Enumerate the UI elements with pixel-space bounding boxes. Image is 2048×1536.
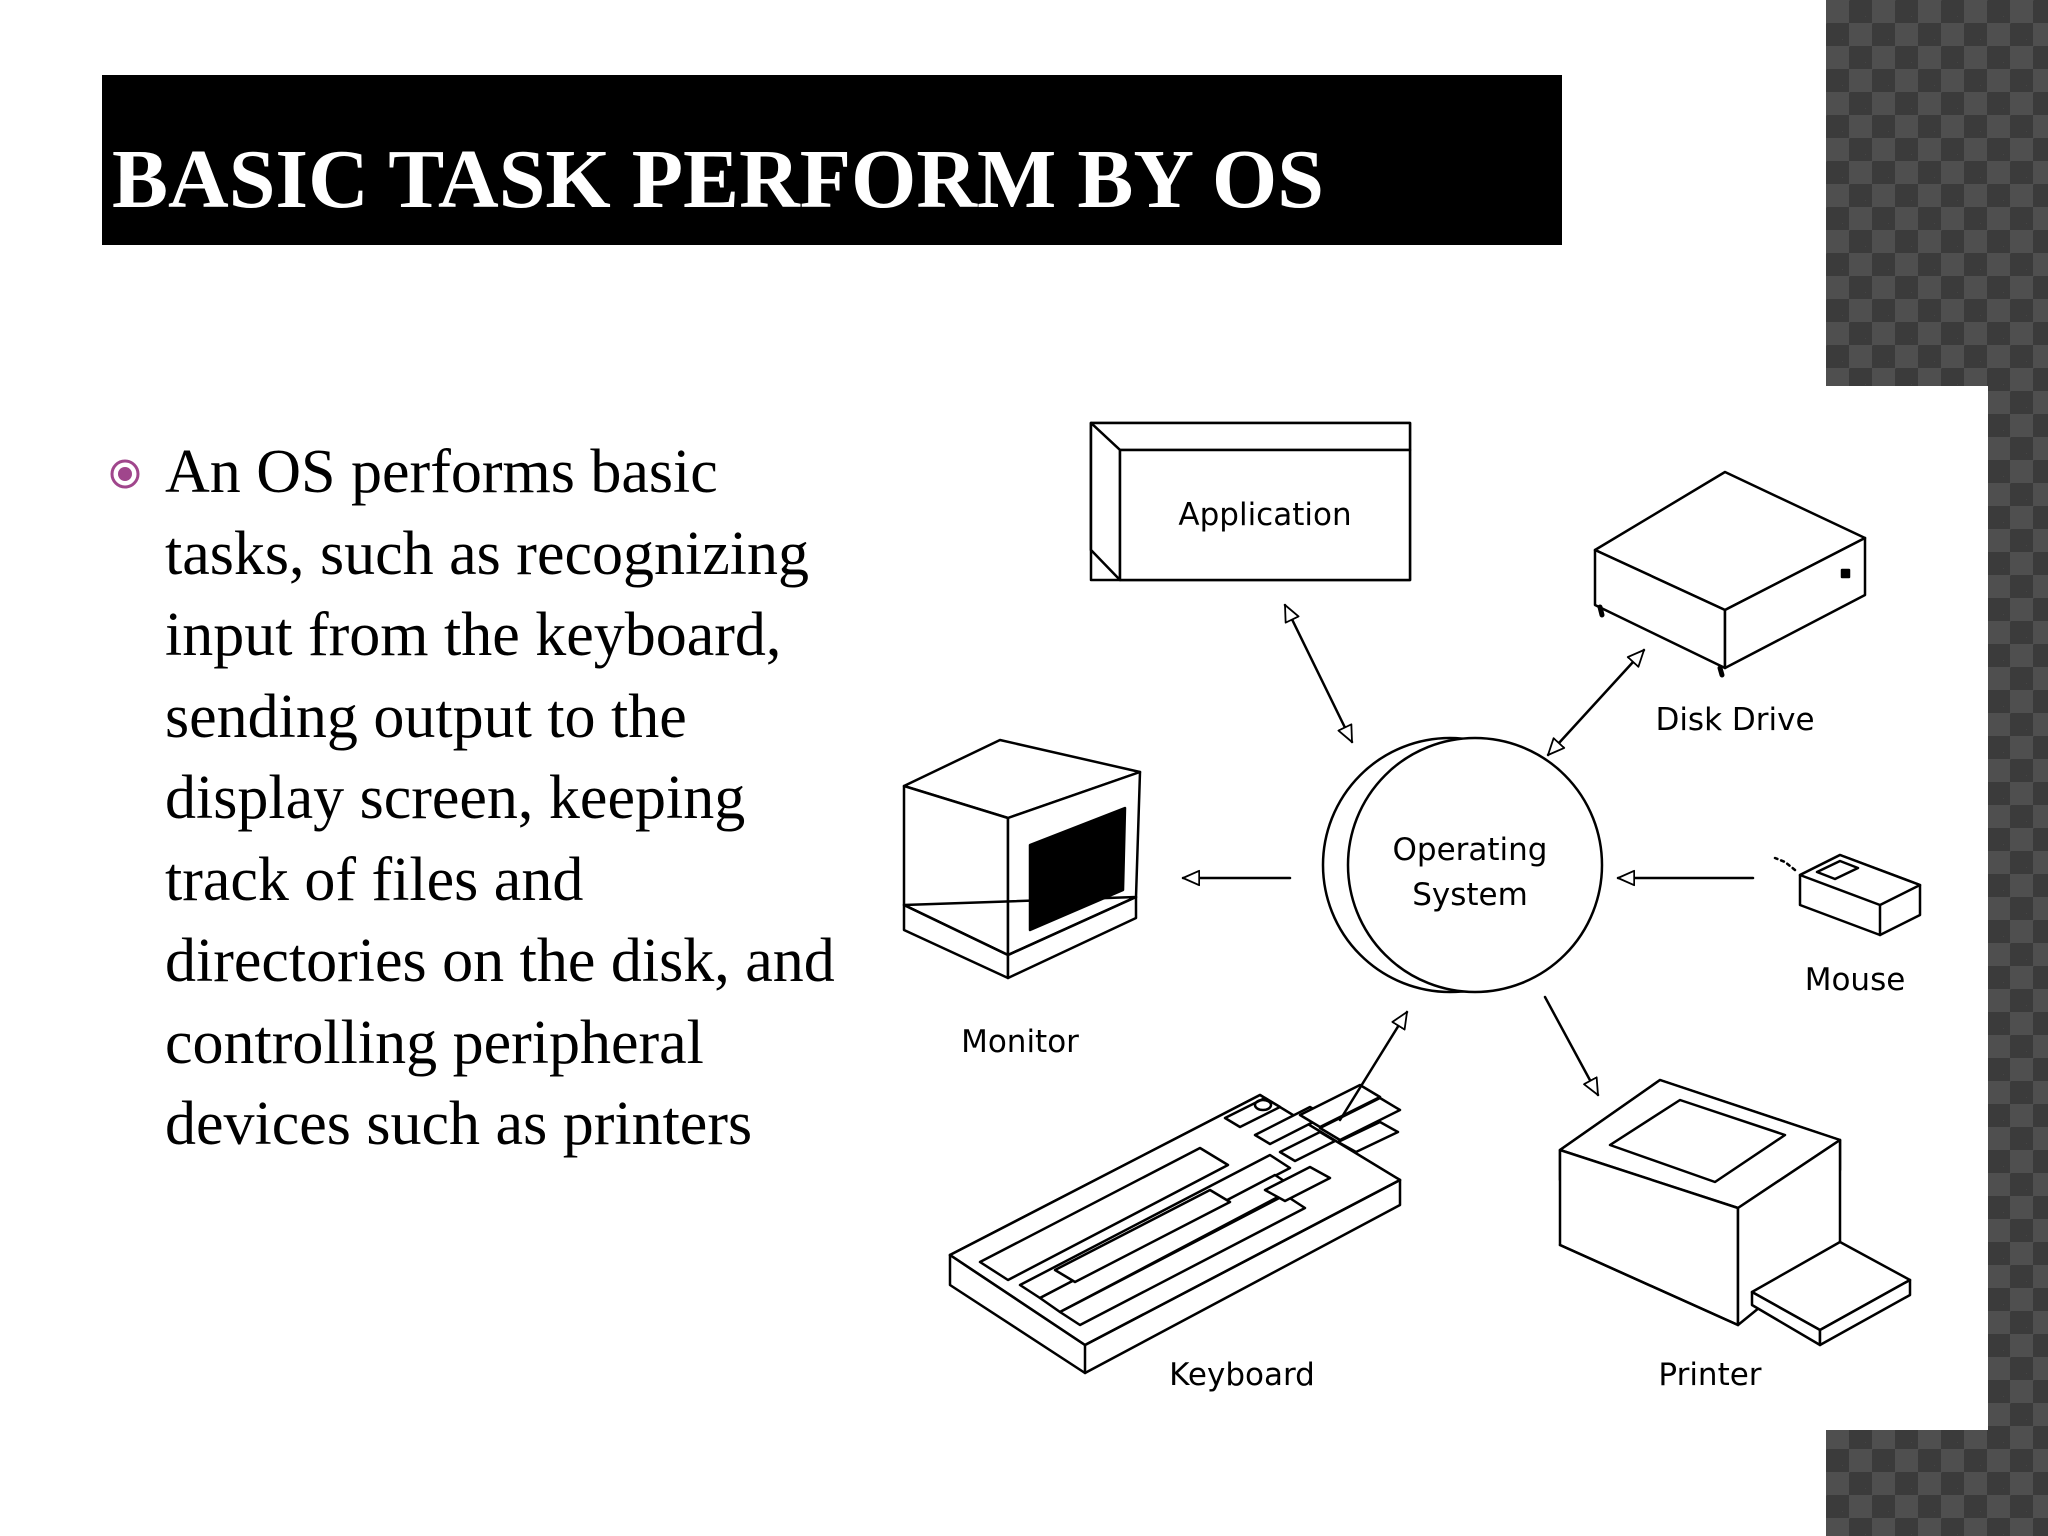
keyboard-node: Keyboard — [948, 1083, 1402, 1393]
monitor-node: Monitor — [902, 738, 1142, 1060]
application-node: Application — [1089, 421, 1412, 582]
printer-label: Printer — [1658, 1357, 1761, 1393]
title-bar — [102, 75, 1562, 245]
keyboard-label: Keyboard — [1169, 1357, 1315, 1393]
arrow-os-printer — [1543, 995, 1600, 1097]
bullet-text: An OS performs basic tasks, such as reco… — [165, 438, 835, 1158]
os-diagram: Operating System Application Disk Drive … — [902, 421, 1922, 1393]
connection-arrows — [1181, 603, 1755, 1122]
slide-title: BASIC TASK PERFORM BY OS — [112, 133, 1324, 226]
arrow-keyboard-os — [1338, 1010, 1409, 1122]
os-label-line2: System — [1412, 877, 1528, 913]
bullet-icon — [110, 459, 140, 489]
os-label-line1: Operating — [1393, 832, 1548, 868]
application-label: Application — [1178, 497, 1351, 533]
disk-drive-node: Disk Drive — [1593, 470, 1867, 738]
mouse-label: Mouse — [1805, 962, 1906, 998]
arrow-application-os — [1283, 603, 1354, 744]
printer-node: Printer — [1558, 1078, 1912, 1393]
monitor-label: Monitor — [961, 1024, 1079, 1060]
disk-drive-label: Disk Drive — [1655, 702, 1814, 738]
mouse-node: Mouse — [1773, 853, 1922, 998]
arrow-disk-os — [1546, 648, 1646, 757]
operating-system-node: Operating System — [1321, 736, 1604, 994]
